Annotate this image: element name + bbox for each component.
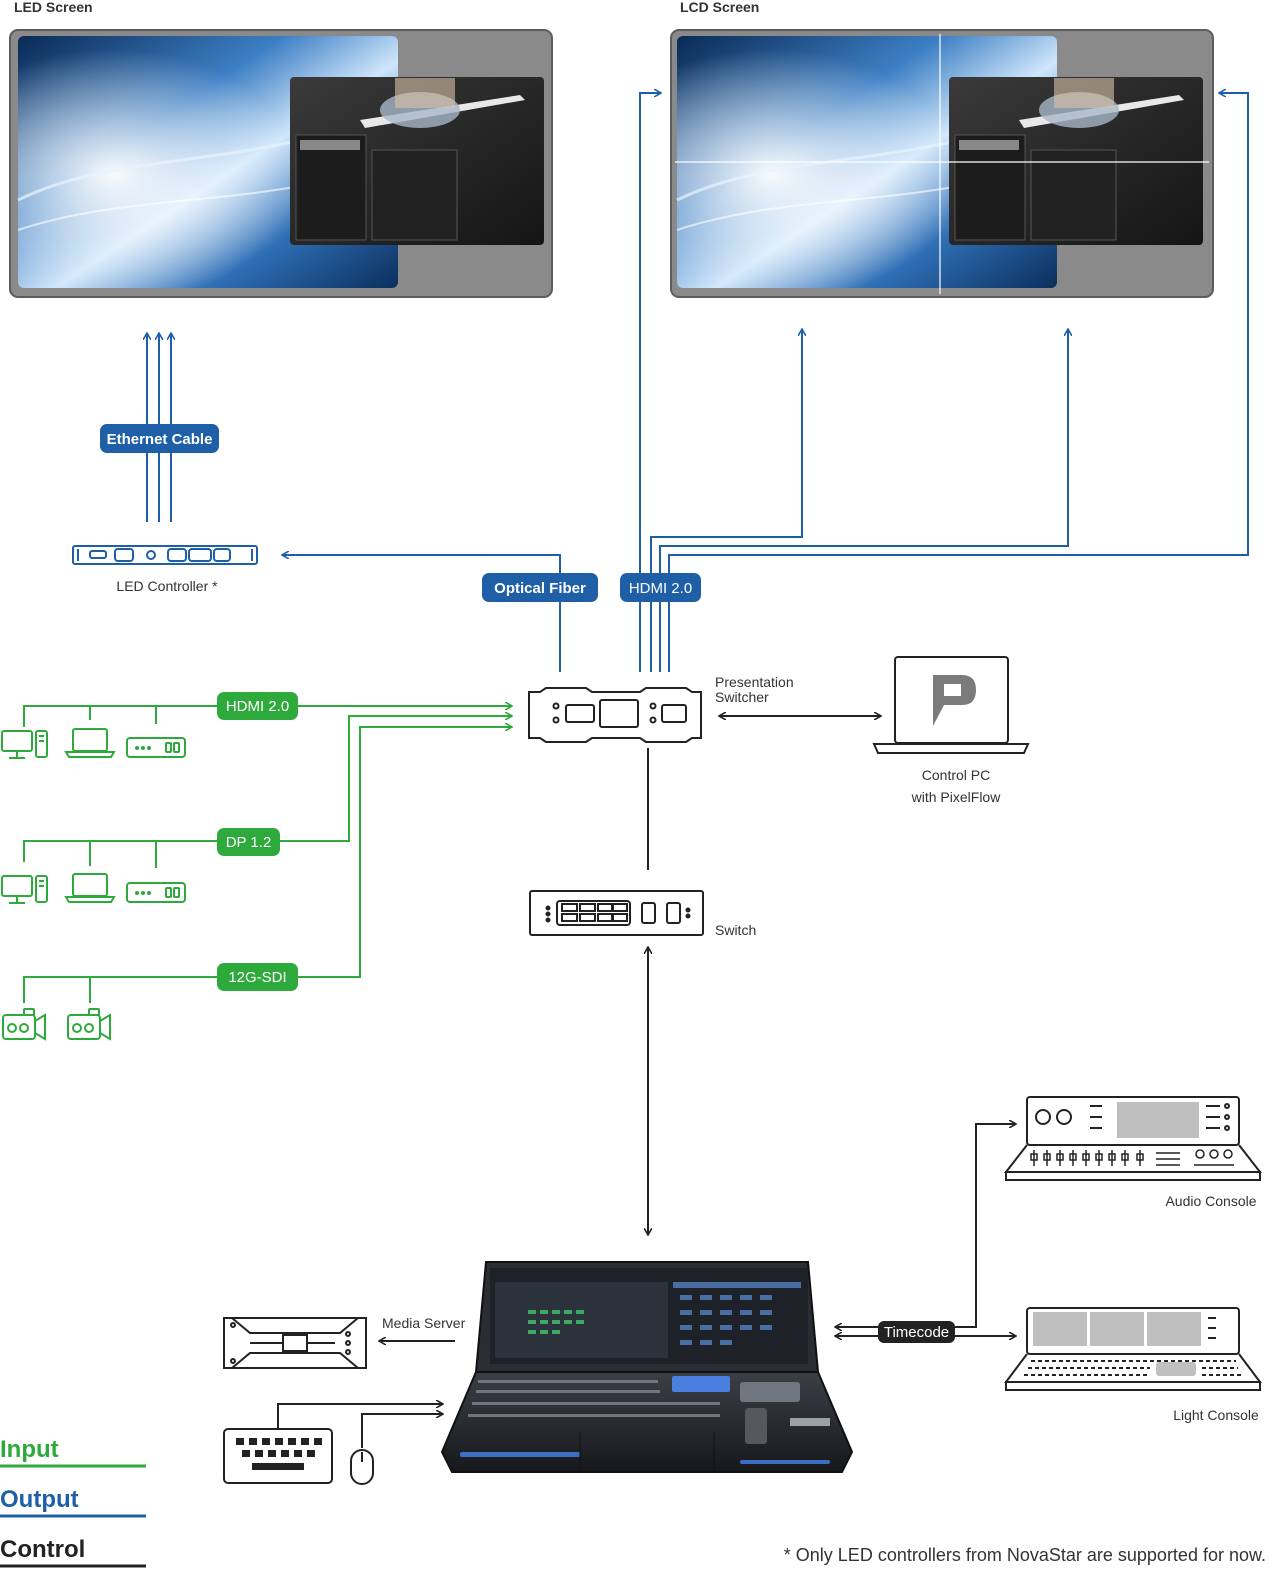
audio-console [1003, 1096, 1263, 1181]
media-player-icon [126, 737, 186, 758]
lcd-screen-photo [949, 77, 1203, 245]
timecode-tag: Timecode [878, 1321, 955, 1343]
presentation-switcher [528, 687, 702, 743]
legend-control: Control [0, 1536, 85, 1563]
input-lines [23, 706, 511, 1003]
led-screen-photo [290, 77, 544, 245]
hdmi-input-tag: HDMI 2.0 [217, 692, 298, 720]
switch-label: Switch [715, 922, 756, 938]
control-lines [277, 716, 1015, 1448]
svg-text:DP 1.2: DP 1.2 [226, 834, 272, 851]
hdmi-output-tag: HDMI 2.0 [620, 573, 701, 602]
control-pc [872, 656, 1030, 754]
media-player-icon [126, 882, 186, 903]
svg-text:HDMI 2.0: HDMI 2.0 [226, 698, 289, 715]
mouse-icon [350, 1449, 374, 1485]
legend-output: Output [0, 1486, 79, 1513]
sdi-input-tag: 12G-SDI [217, 963, 298, 991]
audio-console-label: Audio Console [1165, 1193, 1256, 1209]
led-controller [72, 545, 258, 565]
laptop-icon [64, 873, 116, 903]
media-server-device [223, 1317, 367, 1369]
media-server-console [440, 1261, 854, 1473]
footnote: * Only LED controllers from NovaStar are… [784, 1545, 1266, 1565]
svg-text:HDMI 2.0: HDMI 2.0 [629, 580, 692, 597]
light-console-label: Light Console [1173, 1407, 1259, 1423]
ethernet-cable-tag: Ethernet Cable [100, 424, 219, 453]
legend-input: Input [0, 1436, 59, 1463]
led-controller-label: LED Controller * [116, 578, 218, 594]
camera-icon [2, 1008, 46, 1041]
desktop-pc-icon [1, 730, 48, 759]
control-pc-label-1: Control PC [922, 767, 990, 783]
svg-text:12G-SDI: 12G-SDI [228, 969, 286, 986]
desktop-pc-icon [1, 875, 48, 904]
svg-text:Ethernet Cable: Ethernet Cable [107, 431, 213, 448]
light-console [1004, 1307, 1262, 1391]
legend: Input Output Control [0, 1436, 146, 1568]
lcd-screen-title: LCD Screen [680, 0, 759, 15]
presentation-switcher-label-2: Switcher [715, 689, 769, 705]
optical-fiber-tag: Optical Fiber [482, 573, 598, 602]
media-server-label: Media Server [382, 1315, 466, 1331]
pixelflow-logo [933, 675, 976, 726]
led-screen-title: LED Screen [14, 0, 93, 15]
svg-text:Timecode: Timecode [884, 1324, 949, 1341]
dp-input-tag: DP 1.2 [217, 828, 280, 856]
camera-icon [67, 1008, 111, 1041]
laptop-icon [64, 728, 116, 758]
led-screen [9, 29, 553, 298]
network-switch [529, 890, 704, 936]
keyboard-icon [223, 1428, 333, 1484]
lcd-screen [670, 29, 1214, 298]
svg-text:Optical Fiber: Optical Fiber [494, 580, 586, 597]
control-pc-label-2: with PixelFlow [911, 789, 1002, 805]
presentation-switcher-label-1: Presentation [715, 674, 794, 690]
